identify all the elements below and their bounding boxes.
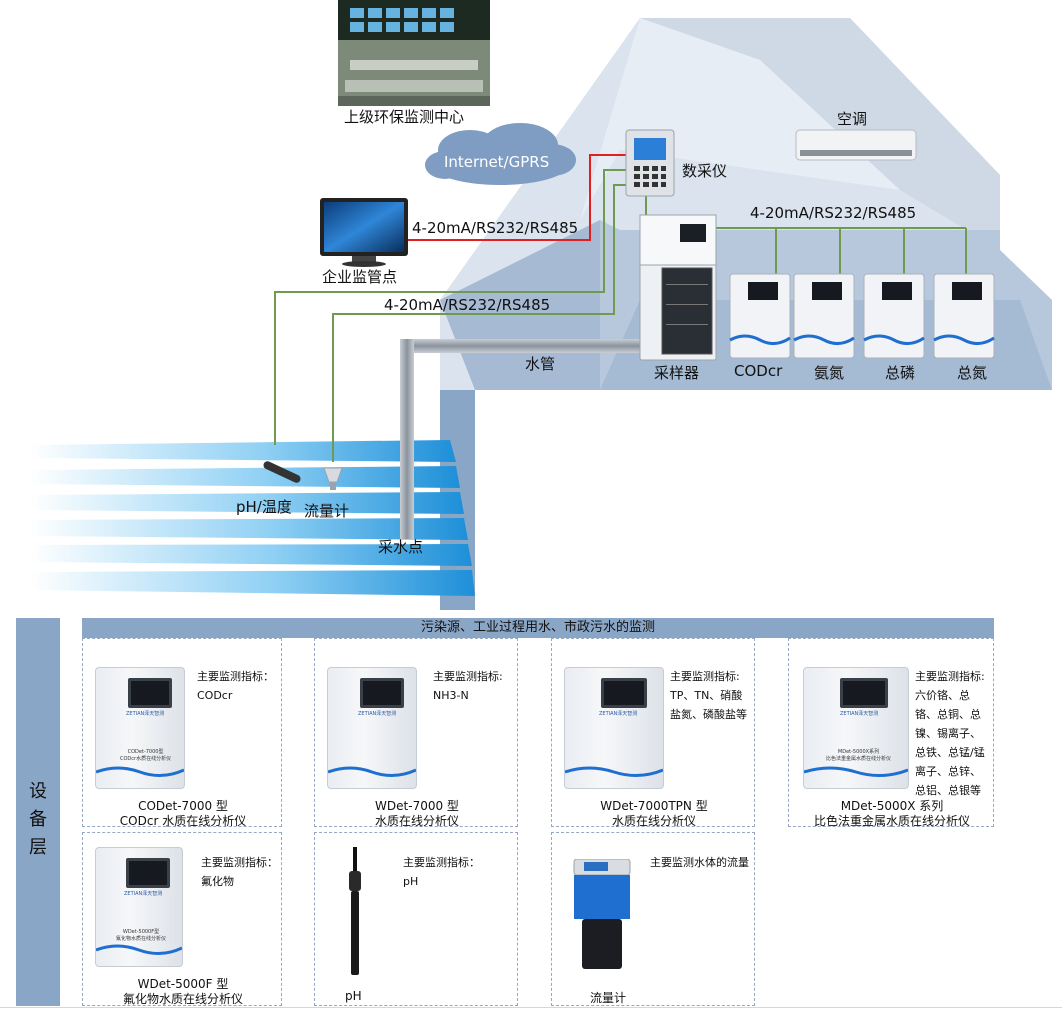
metric-value: 六价铬、总铬、总铜、总镍、锡离子、总铁、总锰/锰离子、总锌、总铝、总银等 xyxy=(915,689,985,797)
sampler-cabinet xyxy=(639,214,717,361)
metric-title: 主要监测指标: xyxy=(670,670,740,683)
metric-value: CODcr xyxy=(197,689,233,702)
product-name: 氟化物水质在线分析仪 xyxy=(122,992,243,1006)
metric-value: pH xyxy=(403,875,419,888)
analyzer-cabinet-image: ZETIAN泽天智测 CODet-7000型 CODcr水质在线分析仪 xyxy=(95,667,185,789)
analyzer-label-tn: 总氮 xyxy=(957,364,988,382)
signal-label-top: 4-20mA/RS232/RS485 xyxy=(412,219,579,237)
analyzer-label-ammonia: 氨氮 xyxy=(814,364,845,382)
product-model: CODet-7000 型 xyxy=(138,799,228,813)
analyzer-label-tp: 总磷 xyxy=(885,364,916,382)
metric-title: 主要监测指标: xyxy=(915,670,985,683)
product-card-wdet5000f: ZETIAN泽天智测 WDet-5000F型 氟化物水质在线分析仪 主要监测指标… xyxy=(82,832,282,1006)
metric-title: 主要监测指标： xyxy=(403,856,480,869)
analyzer-cabinet-image: ZETIAN泽天智测 MDet-5000X系列 比色法重金属水质在线分析仪 xyxy=(803,667,909,789)
enterprise-monitor-icon xyxy=(320,198,408,267)
metric-title: 主要监测指标： xyxy=(197,670,274,683)
product-card-flowmeter: 主要监测水体的流量 流量计 xyxy=(551,832,755,1006)
water-pipe xyxy=(400,339,645,539)
product-card-ph: 主要监测指标： pH pH xyxy=(314,832,518,1006)
internet-cloud-icon xyxy=(425,123,576,185)
signal-label-right: 4-20mA/RS232/RS485 xyxy=(750,204,917,222)
analyzer-cabinet-image: ZETIAN泽天智测 xyxy=(564,667,664,789)
product-name: pH xyxy=(345,989,362,1003)
analyzer-label-cod: CODcr xyxy=(734,362,783,380)
metric-value: TP、TN、硝酸盐氮、磷酸盐等 xyxy=(670,689,747,721)
product-name: CODcr 水质在线分析仪 xyxy=(119,814,247,828)
data-collector-device xyxy=(625,129,675,197)
air-conditioner-icon xyxy=(795,129,917,161)
monitoring-center-photo xyxy=(338,0,490,106)
metric-value: 主要监测水体的流量 xyxy=(650,856,749,869)
ph-sensor-label: pH/温度 xyxy=(236,498,292,516)
ph-probe-icon xyxy=(349,847,361,975)
wave-icon xyxy=(328,766,416,777)
product-card-mdet5000x: ZETIAN泽天智测 MDet-5000X系列 比色法重金属水质在线分析仪 主要… xyxy=(788,638,994,828)
wave-icon xyxy=(96,766,184,777)
metric-value: NH3-N xyxy=(433,689,469,702)
bottom-divider xyxy=(0,1007,1062,1008)
product-model: WDet-7000 型 xyxy=(375,799,459,813)
metric-title: 主要监测指标: xyxy=(433,670,503,683)
ultrasonic-flowmeter-icon xyxy=(573,859,631,969)
cloud-label: Internet/GPRS xyxy=(444,153,550,171)
equipment-layer-title: 设 备 层 xyxy=(29,781,47,858)
product-name: 比色法重金属水质在线分析仪 xyxy=(813,814,970,828)
wave-icon xyxy=(804,766,908,777)
analyzer-cabinet-image: ZETIAN泽天智测 WDet-5000F型 氟化物水质在线分析仪 xyxy=(95,847,183,967)
metric-title: 主要监测指标： xyxy=(201,856,278,869)
analyzer-cabinet-image: ZETIAN泽天智测 xyxy=(327,667,417,789)
analyzer-cabinets xyxy=(729,273,995,359)
wave-icon xyxy=(96,944,182,955)
product-card-wdet7000: ZETIAN泽天智测 主要监测指标: NH3-N WDet-7000 型 水质在… xyxy=(314,638,518,828)
product-name: 流量计 xyxy=(590,991,627,1005)
product-card-wdet7000tpn: ZETIAN泽天智测 主要监测指标: TP、TN、硝酸盐氮、磷酸盐等 WDet-… xyxy=(551,638,755,828)
wave-icon xyxy=(565,766,663,777)
product-model: MDet-5000X 系列 xyxy=(840,799,944,813)
product-model: WDet-5000F 型 xyxy=(137,977,229,991)
water-body xyxy=(30,440,475,596)
air-conditioner-label: 空调 xyxy=(837,110,868,128)
monitoring-center-label: 上级环保监测中心 xyxy=(344,108,465,126)
product-name: 水质在线分析仪 xyxy=(611,814,696,828)
enterprise-point-label: 企业监管点 xyxy=(322,268,398,286)
product-model: WDet-7000TPN 型 xyxy=(600,799,708,813)
ph-probe-icon xyxy=(263,461,301,483)
product-name: 水质在线分析仪 xyxy=(374,814,459,828)
equipment-layer-band: 设 备 层 xyxy=(16,618,60,1006)
product-card-codet7000: ZETIAN泽天智测 CODet-7000型 CODcr水质在线分析仪 主要监测… xyxy=(82,638,282,828)
data-collector-label: 数采仪 xyxy=(682,162,728,180)
system-diagram xyxy=(30,0,1052,610)
table-header: 污染源、工业过程用水、市政污水的监测 xyxy=(82,618,994,638)
sampler-label: 采样器 xyxy=(654,364,700,382)
sampling-point-label: 采水点 xyxy=(378,538,424,556)
flowmeter-label: 流量计 xyxy=(304,502,350,520)
flowmeter-probe-icon xyxy=(323,467,343,490)
signal-label-bottom: 4-20mA/RS232/RS485 xyxy=(384,296,551,314)
metric-value: 氟化物 xyxy=(201,875,234,888)
water-pipe-label: 水管 xyxy=(525,355,556,373)
